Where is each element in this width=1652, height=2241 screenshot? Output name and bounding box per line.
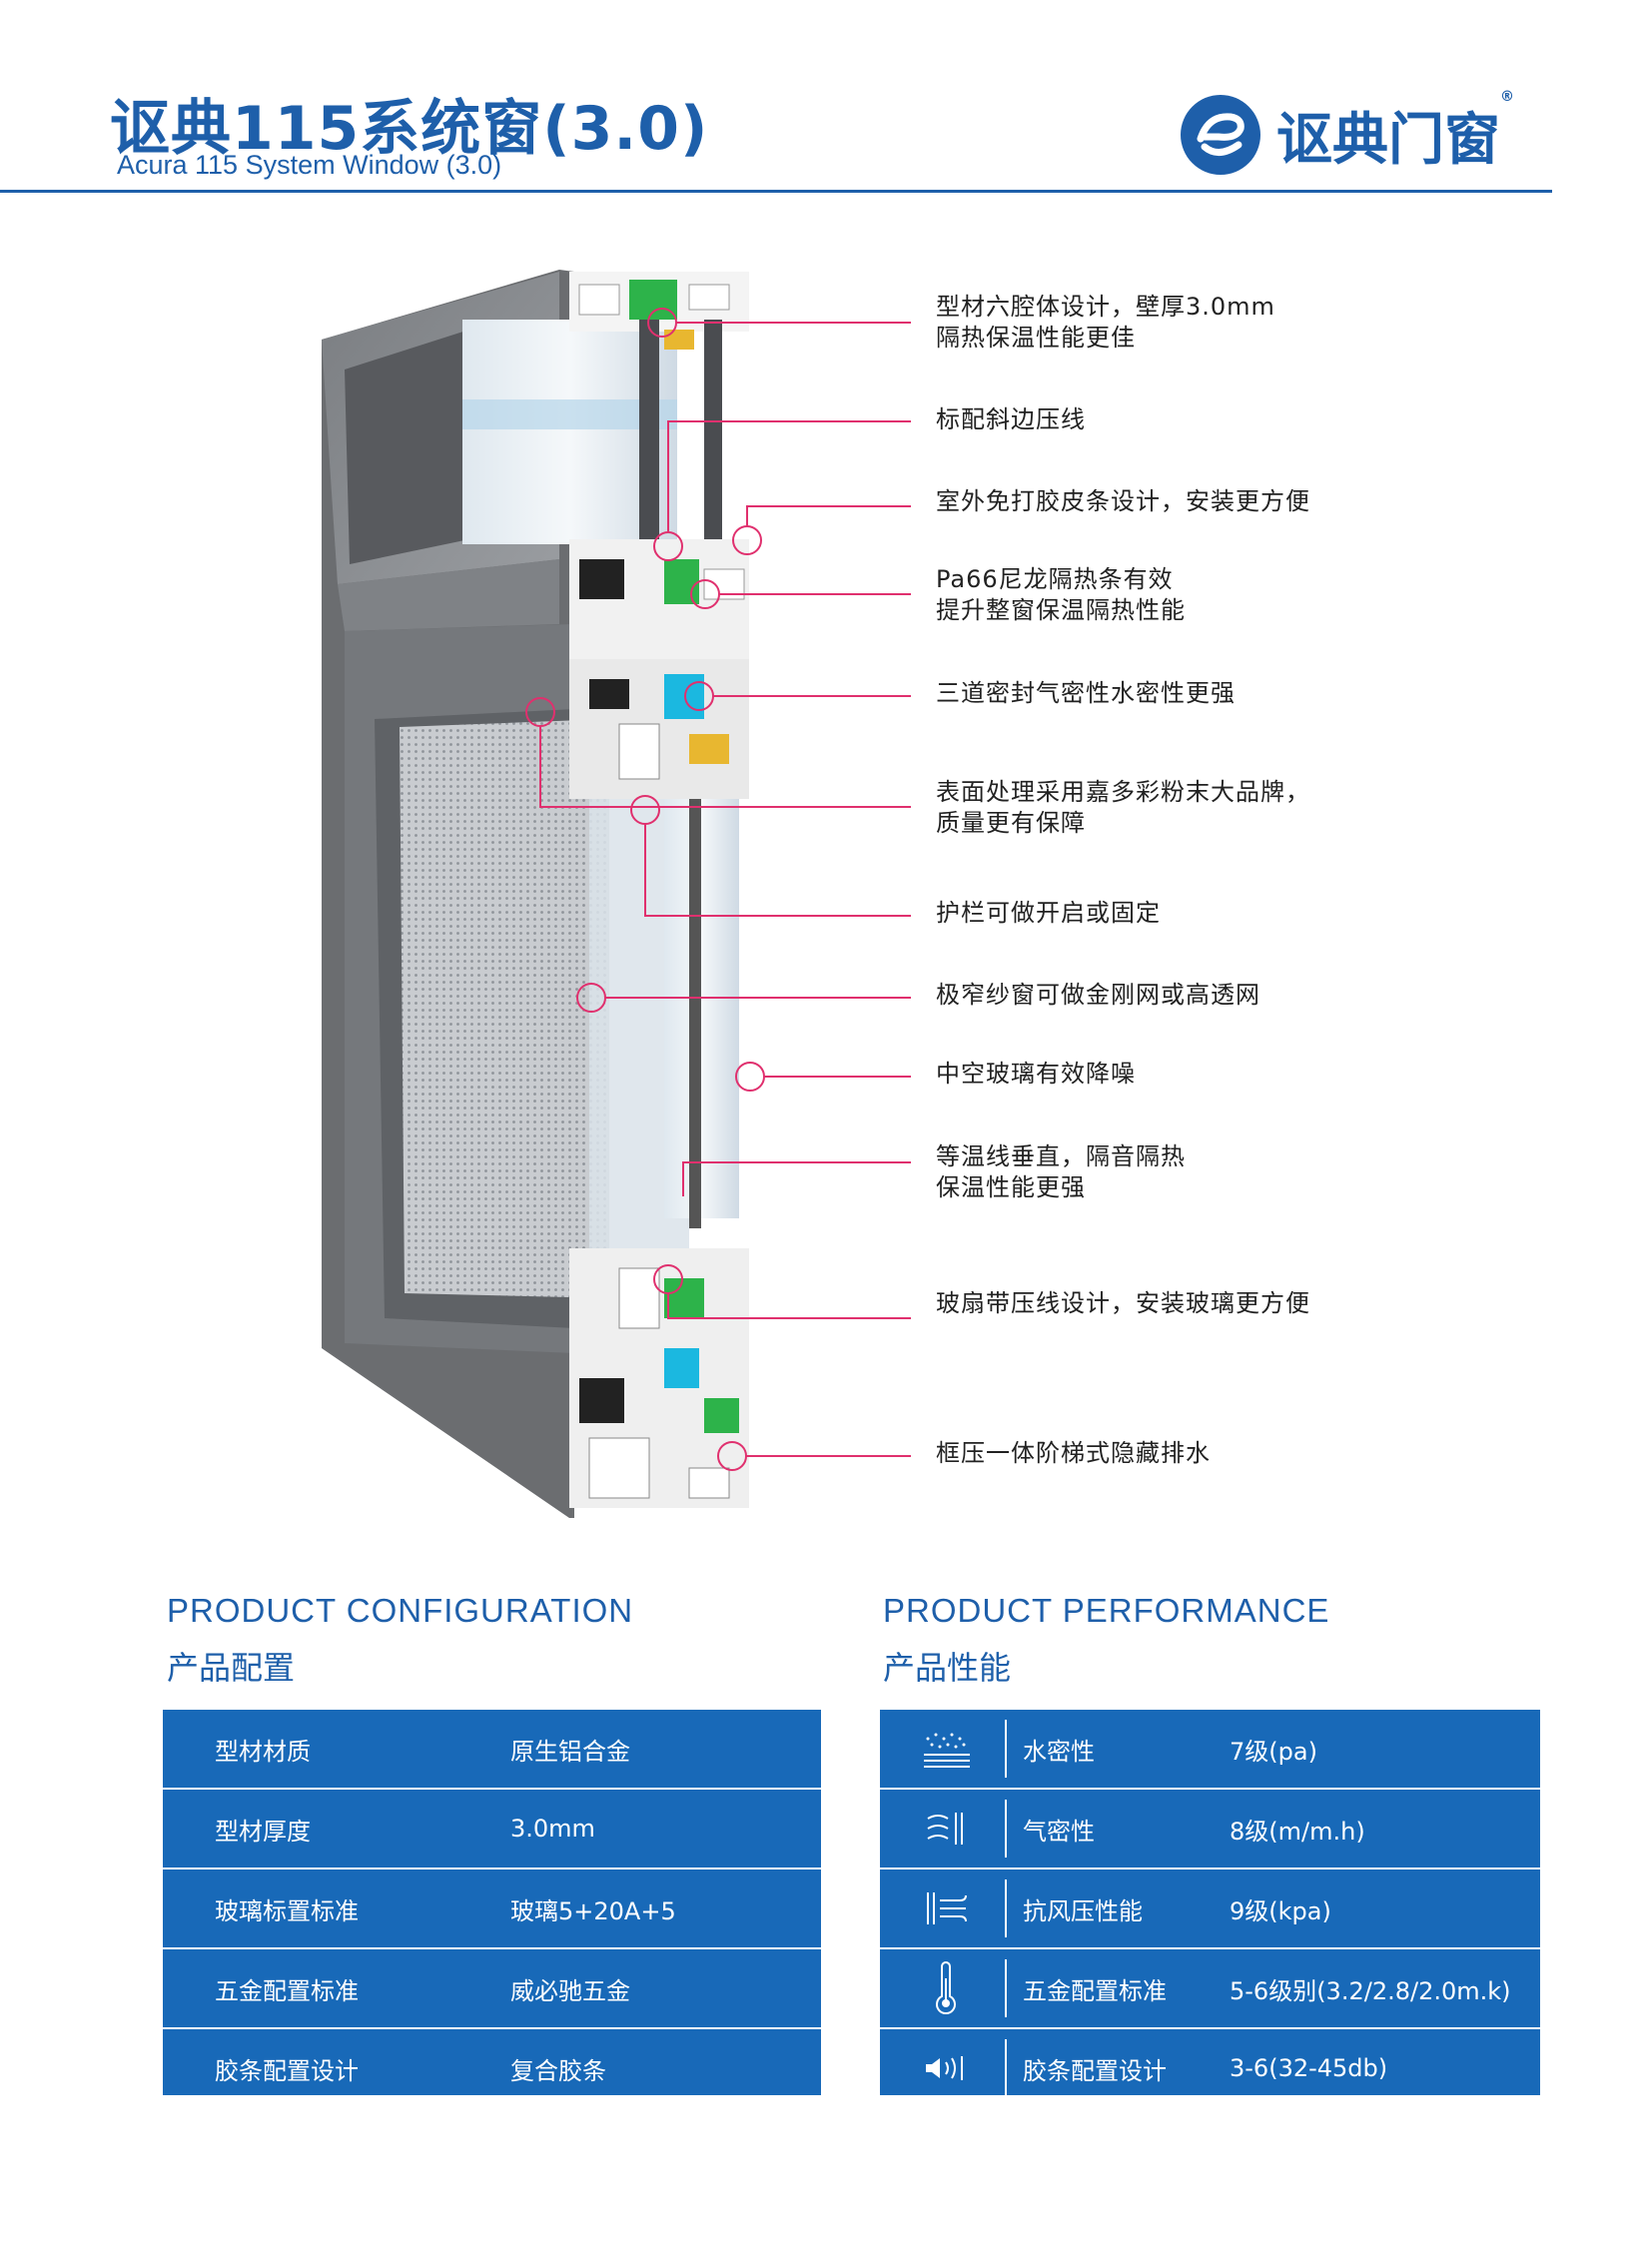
water-icon bbox=[924, 1733, 970, 1768]
row-divider bbox=[1005, 1959, 1007, 2017]
table-row: 玻璃标置标准 玻璃5+20A+5 bbox=[163, 1869, 821, 1949]
callout-screen: 极窄纱窗可做金刚网或高透网 bbox=[936, 981, 1260, 1009]
table-row: 抗风压性能 9级(kpa) bbox=[880, 1869, 1540, 1949]
config-heading-en: PRODUCT CONFIGURATION bbox=[167, 1592, 634, 1629]
callout-thermal-break: Pa66尼龙隔热条有效 提升整窗保温隔热性能 bbox=[936, 565, 1186, 624]
config-label: 胶条配置设计 bbox=[215, 2056, 359, 2085]
performance-table: 水密性 7级(pa) 气密性 8级(m/m.h) 抗风压性能 9级(kpa) 五… bbox=[880, 1710, 1540, 2097]
page-subtitle: Acura 115 System Window (3.0) bbox=[117, 150, 502, 180]
performance-heading-cn: 产品性能 bbox=[883, 1649, 1012, 1687]
table-row: 胶条配置设计 复合胶条 bbox=[163, 2029, 821, 2107]
brand-logo: 讴典门窗® bbox=[1179, 88, 1514, 180]
callout-insulated-glass: 中空玻璃有效降噪 bbox=[936, 1060, 1136, 1088]
table-row: 型材厚度 3.0mm bbox=[163, 1790, 821, 1869]
performance-heading-en: PRODUCT PERFORMANCE bbox=[883, 1592, 1330, 1629]
row-divider bbox=[1005, 1800, 1007, 1858]
thermometer-icon bbox=[936, 1961, 956, 2015]
performance-label: 水密性 bbox=[1023, 1737, 1095, 1766]
config-value: 玻璃5+20A+5 bbox=[510, 1896, 676, 1925]
callout-bevel-bead: 标配斜边压线 bbox=[936, 405, 1086, 433]
table-row: 水密性 7级(pa) bbox=[880, 1710, 1540, 1790]
config-label: 型材厚度 bbox=[215, 1817, 311, 1846]
row-divider bbox=[1005, 2039, 1007, 2097]
performance-value: 9级(kpa) bbox=[1230, 1896, 1331, 1925]
brand-logo-icon bbox=[1181, 95, 1260, 175]
callout-glass-bead: 玻扇带压线设计，安装玻璃更方便 bbox=[936, 1289, 1310, 1317]
table-row: 气密性 8级(m/m.h) bbox=[880, 1790, 1540, 1869]
performance-label: 五金配置标准 bbox=[1023, 1976, 1167, 2005]
window-section-diagram bbox=[322, 270, 911, 1518]
config-value: 威必驰五金 bbox=[510, 1976, 630, 2005]
callout-surface-finish: 表面处理采用嘉多彩粉末大品牌， 质量更有保障 bbox=[936, 778, 1310, 837]
wind-icon bbox=[927, 1892, 967, 1924]
sound-icon bbox=[926, 2056, 963, 2080]
performance-value: 8级(m/m.h) bbox=[1230, 1817, 1365, 1846]
performance-label: 抗风压性能 bbox=[1023, 1896, 1143, 1925]
config-table: 型材材质 原生铝合金 型材厚度 3.0mm 玻璃标置标准 玻璃5+20A+5 五金配置… bbox=[163, 1710, 821, 2095]
table-row: 五金配置标准 5-6级别(3.2/2.8/2.0m.k) bbox=[880, 1949, 1540, 2029]
config-value: 3.0mm bbox=[510, 1815, 595, 1843]
leader-lines bbox=[525, 308, 911, 1471]
config-heading-cn: 产品配置 bbox=[167, 1649, 296, 1687]
callout-guardrail: 护栏可做开启或固定 bbox=[936, 899, 1161, 927]
config-label: 型材材质 bbox=[215, 1737, 311, 1766]
config-label: 玻璃标置标准 bbox=[215, 1896, 359, 1925]
performance-value: 7级(pa) bbox=[1230, 1737, 1317, 1766]
callout-gasket: 室外免打胶皮条设计，安装更方便 bbox=[936, 487, 1310, 515]
air-icon bbox=[927, 1813, 963, 1845]
table-row: 五金配置标准 威必驰五金 bbox=[163, 1949, 821, 2029]
performance-value: 5-6级别(3.2/2.8/2.0m.k) bbox=[1230, 1976, 1511, 2005]
page-title: 讴典115系统窗(3.0) bbox=[110, 94, 709, 164]
table-row: 胶条配置设计 3-6(32-45db) bbox=[880, 2029, 1540, 2107]
header-divider bbox=[0, 190, 1552, 193]
callout-six-chamber: 型材六腔体设计，壁厚3.0mm 隔热保温性能更佳 bbox=[936, 293, 1275, 352]
screen-mesh bbox=[400, 719, 609, 1298]
performance-label: 胶条配置设计 bbox=[1023, 2056, 1167, 2085]
callout-triple-seal: 三道密封气密性水密性更强 bbox=[936, 679, 1236, 707]
row-divider bbox=[1005, 1879, 1007, 1937]
config-value: 复合胶条 bbox=[510, 2056, 606, 2085]
config-value: 原生铝合金 bbox=[510, 1737, 630, 1766]
callout-drainage: 框压一体阶梯式隐藏排水 bbox=[936, 1439, 1211, 1467]
performance-value: 3-6(32-45db) bbox=[1230, 2054, 1388, 2082]
table-row: 型材材质 原生铝合金 bbox=[163, 1710, 821, 1790]
callout-isotherm: 等温线垂直，隔音隔热 保温性能更强 bbox=[936, 1142, 1186, 1201]
brand-name: 讴典门窗® bbox=[1276, 88, 1514, 173]
config-label: 五金配置标准 bbox=[215, 1976, 359, 2005]
row-divider bbox=[1005, 1720, 1007, 1778]
registered-mark: ® bbox=[1500, 88, 1514, 105]
performance-label: 气密性 bbox=[1023, 1817, 1095, 1846]
